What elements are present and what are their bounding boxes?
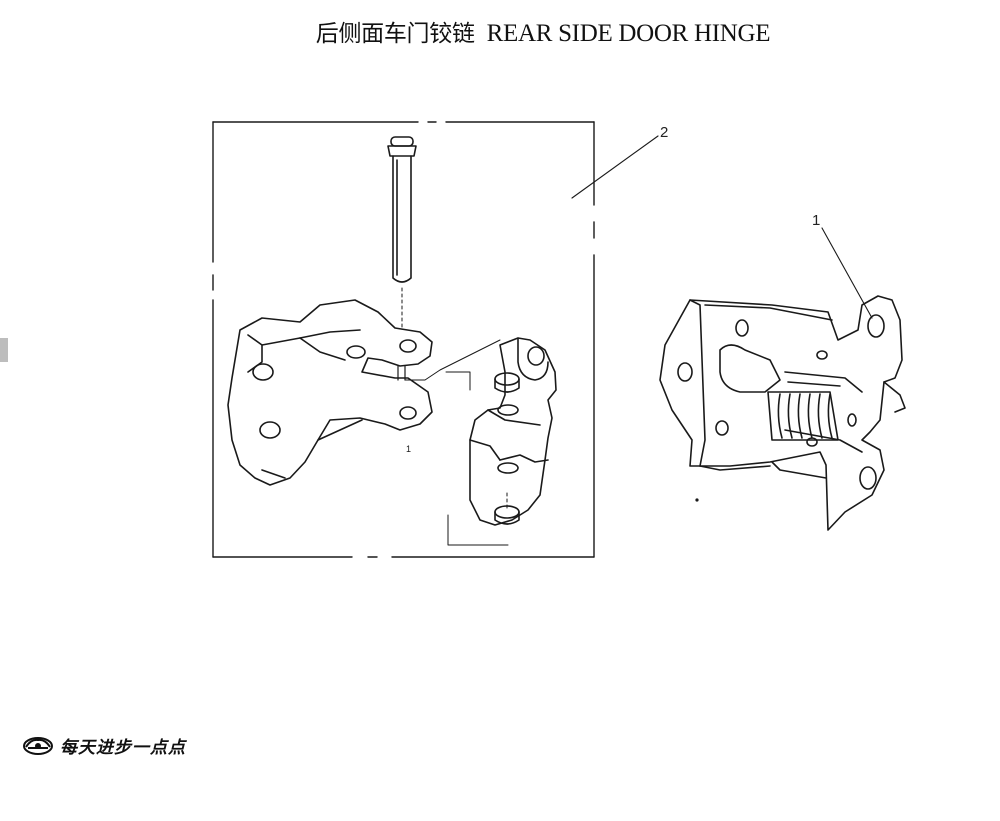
page-title-chinese: 后侧面车门铰链 [315, 21, 475, 47]
door-hinge-bracket [445, 337, 557, 546]
leader-line-2 [571, 135, 659, 199]
page-title: 后侧面车门铰链 REAR SIDE DOOR HINGE [0, 14, 1000, 48]
footer: 每天进步一点点 [22, 733, 186, 758]
assembly-box [212, 121, 595, 558]
leader-line-1 [821, 227, 873, 319]
callout-label-2: 2 [660, 124, 669, 141]
callout-label-1: 1 [812, 212, 821, 229]
page-edge-mark [0, 338, 8, 362]
small-part-mark: 1 [406, 444, 411, 454]
page-title-english: REAR SIDE DOOR HINGE [486, 20, 771, 47]
stray-dot [695, 498, 699, 502]
car-brand-logo-icon [23, 736, 53, 755]
assembled-hinge-part [659, 295, 906, 531]
footer-slogan: 每天进步一点点 [60, 738, 186, 758]
body-hinge-bracket [227, 299, 501, 486]
hinge-pin-part [387, 136, 417, 331]
